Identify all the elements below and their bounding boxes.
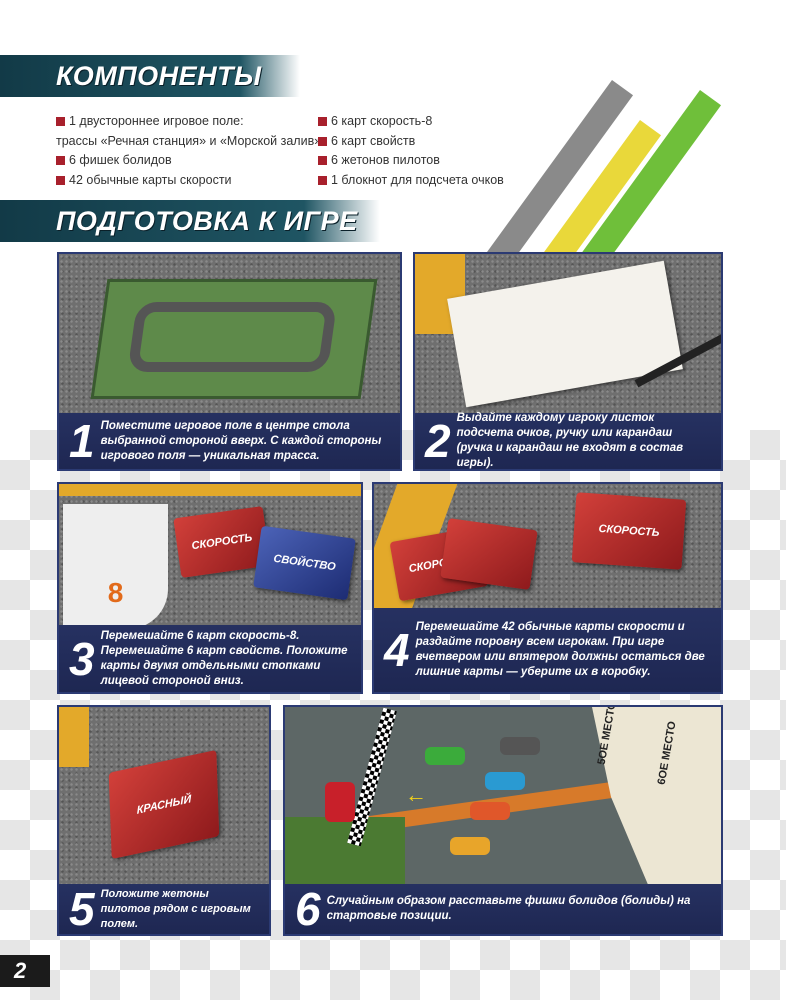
pilot-tokens-illustration: КРАСНЫЙ bbox=[59, 707, 269, 887]
list-item: 6 жетонов пилотов bbox=[318, 151, 504, 171]
components-title: КОМПОНЕНТЫ bbox=[56, 60, 262, 91]
car-token bbox=[325, 782, 355, 822]
car-token bbox=[425, 747, 465, 765]
components-list-left: 1 двустороннее игровое поле: трассы «Реч… bbox=[56, 112, 321, 190]
car-token bbox=[500, 737, 540, 755]
score-sheet bbox=[447, 260, 683, 408]
page-number: 2 bbox=[0, 955, 50, 987]
starting-grid-illustration: 5ОЕ МЕСТО 6ОЕ МЕСТО ← bbox=[285, 707, 721, 887]
list-item: трассы «Речная станция» и «Морской залив… bbox=[56, 133, 322, 148]
board-illustration bbox=[59, 254, 400, 417]
speed-card: СКОРОСТЬ bbox=[571, 492, 687, 570]
cards-illustration: 8 СКОРОСТЬ СВОЙСТВО bbox=[59, 484, 361, 629]
game-board bbox=[90, 279, 378, 399]
car-token bbox=[450, 837, 490, 855]
speed-cards-illustration: СКОРОСТЬ СКОРОСТЬ bbox=[374, 484, 721, 612]
scoresheet-illustration bbox=[415, 254, 721, 417]
property-card: СВОЙСТВО bbox=[253, 525, 356, 601]
list-item: 6 фишек болидов bbox=[56, 151, 321, 171]
pilot-token: КРАСНЫЙ bbox=[108, 749, 220, 860]
setup-title: ПОДГОТОВКА К ИГРЕ bbox=[56, 205, 358, 236]
list-item: 6 карт свойств bbox=[318, 132, 504, 152]
speed-card bbox=[440, 518, 538, 590]
car-token bbox=[470, 802, 510, 820]
list-item: 1 двустороннее игровое поле: bbox=[56, 112, 321, 132]
list-item: 6 карт скорость-8 bbox=[318, 112, 504, 132]
components-banner: КОМПОНЕНТЫ bbox=[0, 55, 300, 97]
arrow-icon: ← bbox=[405, 782, 427, 807]
speed-8-cards: 8 bbox=[63, 504, 168, 629]
setup-banner: ПОДГОТОВКА К ИГРЕ bbox=[0, 200, 380, 242]
components-list-right: 6 карт скорость-8 6 карт свойств 6 жетон… bbox=[318, 112, 504, 190]
list-item: 42 обычные карты скорости bbox=[56, 171, 321, 191]
car-token bbox=[485, 772, 525, 790]
list-item: 1 блокнот для подсчета очков bbox=[318, 171, 504, 191]
